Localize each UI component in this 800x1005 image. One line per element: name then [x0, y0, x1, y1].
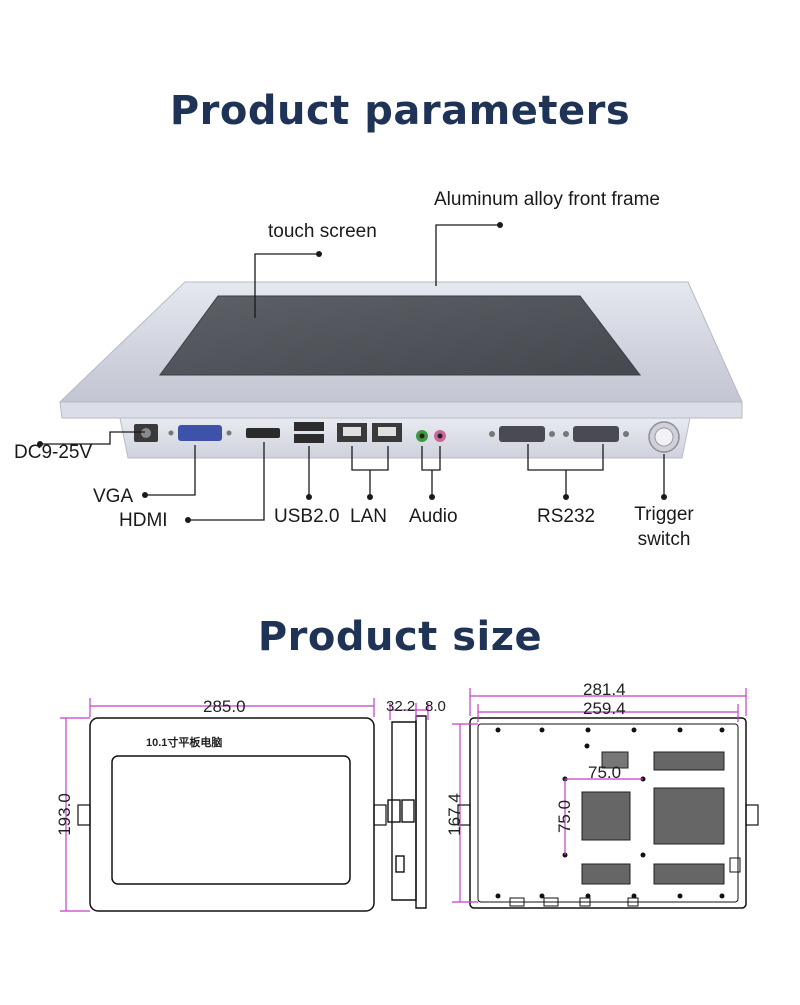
side-dimension-lines	[389, 703, 429, 720]
hdmi-port	[246, 428, 280, 438]
rs232-port-1	[499, 426, 545, 442]
label-rs232: RS232	[537, 506, 596, 527]
side-depth-dimension: 32.2	[386, 698, 416, 715]
usb-port-bottom	[294, 434, 324, 443]
frame-bottom-edge	[59, 401, 743, 419]
label-audio: Audio	[409, 506, 458, 527]
front-width-dimension: 285.0	[203, 697, 246, 716]
front-dimension-lines	[60, 698, 375, 912]
callout-lines	[40, 224, 665, 521]
heatsink-fins	[581, 751, 725, 885]
label-dc-input: DC9-25V	[14, 442, 93, 463]
label-usb: USB2.0	[274, 506, 340, 527]
usb-port-top	[294, 422, 324, 431]
back-inner-width-dimension: 259.4	[583, 699, 626, 718]
label-trigger-switch: Trigger switch	[620, 502, 708, 552]
label-trigger-line1: Trigger	[634, 504, 694, 525]
label-lan: LAN	[350, 506, 387, 527]
side-view	[387, 715, 427, 909]
vesa-height-dimension: 75.0	[555, 799, 575, 834]
callout-dots	[37, 222, 667, 523]
rs232-port-2	[573, 426, 619, 442]
back-height-dimension: 167.4	[444, 793, 464, 836]
vga-port	[178, 425, 222, 441]
label-vga: VGA	[93, 486, 134, 507]
back-view	[457, 717, 759, 909]
front-brand-text: 10.1寸平板电脑	[146, 737, 223, 749]
back-dimension-lines	[452, 688, 747, 903]
vesa-width-dimension: 75.0	[588, 763, 622, 782]
label-hdmi: HDMI	[119, 510, 168, 531]
front-view	[77, 717, 387, 912]
back-outer-width-dimension: 281.4	[583, 680, 626, 699]
label-front-frame: Aluminum alloy front frame	[434, 189, 660, 210]
side-rim-dimension: 8.0	[425, 698, 446, 715]
front-height-dimension: 193.0	[54, 793, 74, 836]
section-title-size: Product size	[257, 614, 543, 660]
touch-screen-panel	[159, 295, 642, 376]
label-touch-screen: touch screen	[268, 221, 377, 242]
page-title: Product parameters	[169, 88, 631, 134]
label-trigger-line2: switch	[637, 529, 691, 550]
